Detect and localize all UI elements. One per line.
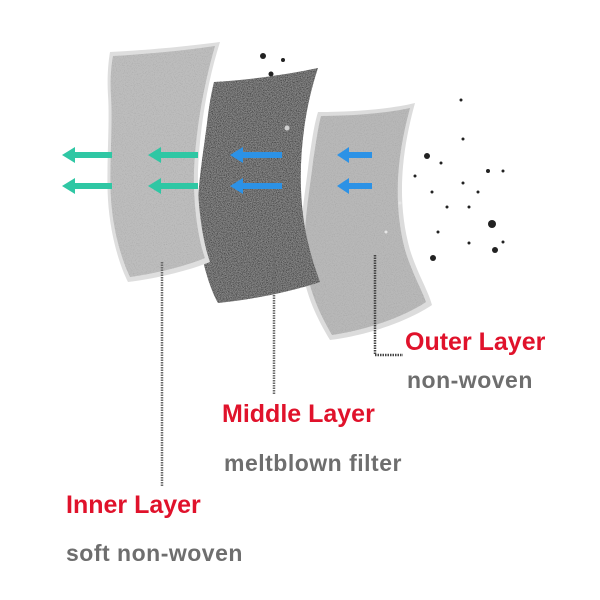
double-arrow-left-icon (230, 147, 282, 194)
inner-layer-sheet-face (110, 46, 215, 277)
double-arrow-left-icon (62, 147, 112, 194)
double-arrow-left-icon (337, 147, 372, 194)
middle-layer-subtitle: meltblown filter (224, 450, 402, 476)
airflow-arrows (62, 147, 372, 194)
outer-layer-sheet-face (304, 108, 426, 335)
dust-particle-icon (260, 53, 505, 261)
inner-layer-sheet (107, 42, 220, 282)
outer-layer-sheet (300, 103, 432, 340)
outer-layer-title: Outer Layer (405, 328, 546, 356)
outer-layer-subtitle: non-woven (407, 367, 533, 393)
inner-layer-title: Inner Layer (66, 491, 201, 519)
leader-lines (160, 255, 403, 487)
outer-layer-leader-line (373, 255, 403, 357)
inner-layer-subtitle: soft non-woven (66, 540, 243, 566)
double-arrow-left-icon (148, 147, 198, 194)
middle-layer-title: Middle Layer (222, 400, 375, 428)
